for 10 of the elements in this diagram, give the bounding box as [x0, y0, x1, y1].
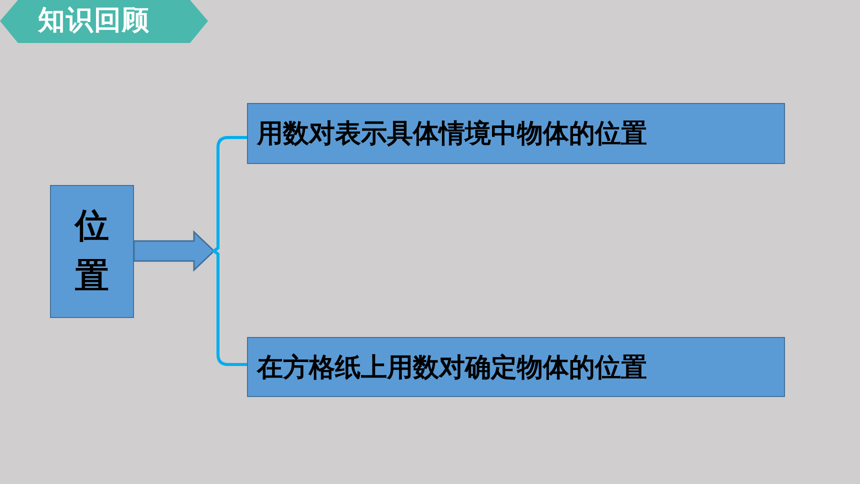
node-text: 位置: [75, 205, 109, 298]
title: 知识回顾: [38, 4, 150, 38]
node-text: 在方格纸上用数对确定物体的位置: [256, 352, 647, 384]
node-text: 用数对表示具体情境中物体的位置: [256, 118, 647, 151]
process-box: [50, 185, 134, 318]
connector-line: [236, 363, 247, 366]
process-box: [247, 337, 785, 397]
process-box: [247, 103, 785, 164]
block-arrow: [133, 230, 216, 272]
connector-line: [236, 136, 247, 139]
